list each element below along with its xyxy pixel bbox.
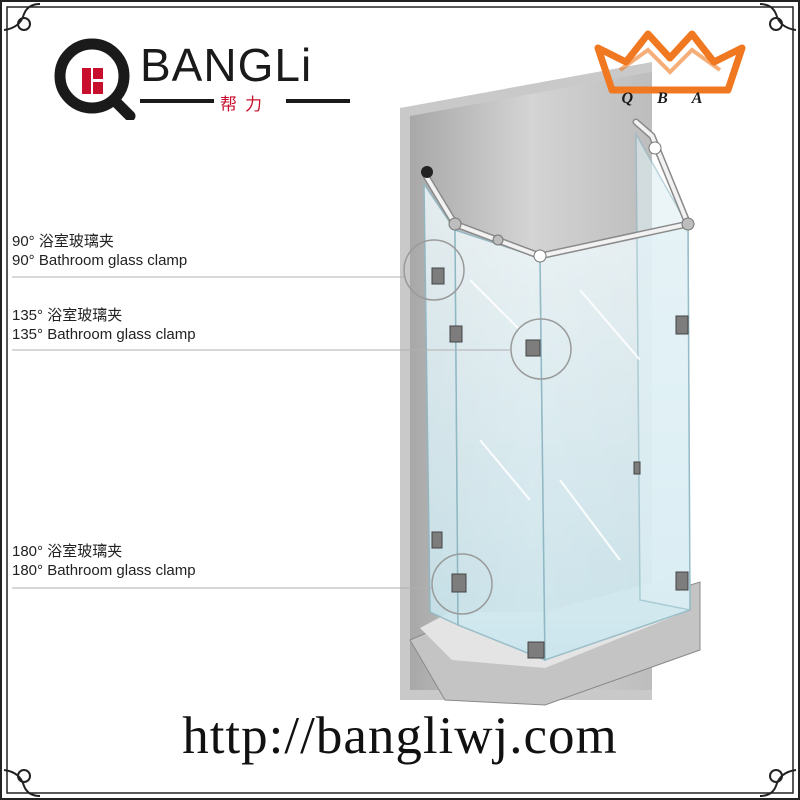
qba-crown-logo: QBA	[590, 28, 750, 116]
brand-underline-left	[140, 99, 214, 103]
corner-ornament-top-left	[3, 3, 41, 31]
label-180-cn: 180° 浴室玻璃夹	[12, 543, 123, 560]
glass-clamps	[431, 267, 689, 659]
crown-icon	[594, 30, 746, 94]
callout-circles	[403, 239, 572, 615]
label-180-en: 180° Bathroom glass clamp	[12, 562, 196, 579]
label-135-cn: 135° 浴室玻璃夹	[12, 307, 123, 324]
glass-panel-front-left	[454, 228, 546, 662]
corner-ornament-top-right	[759, 3, 797, 31]
glass-panel-right	[635, 131, 691, 611]
brand-underline-right	[286, 99, 350, 103]
brand-name: BANGLi	[140, 39, 313, 91]
corner-ornament-bottom-left	[3, 769, 41, 797]
glass-panel-left	[423, 181, 459, 627]
leader-lines	[12, 276, 511, 589]
label-135-en: 135° Bathroom glass clamp	[12, 326, 196, 343]
brand-name-cn: 帮力	[220, 95, 270, 115]
support-bar	[421, 118, 695, 263]
brand-logo: BANGLi 帮力	[52, 36, 372, 120]
label-90-cn: 90° 浴室玻璃夹	[12, 233, 114, 250]
label-90-en: 90° Bathroom glass clamp	[12, 252, 188, 269]
corner-ornament-bottom-right	[759, 769, 797, 797]
label-90-clamp: 90° 浴室玻璃夹 90° Bathroom glass clamp	[12, 232, 187, 270]
crown-letters: QBA	[621, 90, 727, 107]
website-url: http://bangliwj.com	[182, 707, 618, 765]
label-135-clamp: 135° 浴室玻璃夹 135° Bathroom glass clamp	[12, 306, 196, 344]
logo-ring-icon	[54, 38, 136, 120]
label-180-clamp: 180° 浴室玻璃夹 180° Bathroom glass clamp	[12, 542, 196, 580]
